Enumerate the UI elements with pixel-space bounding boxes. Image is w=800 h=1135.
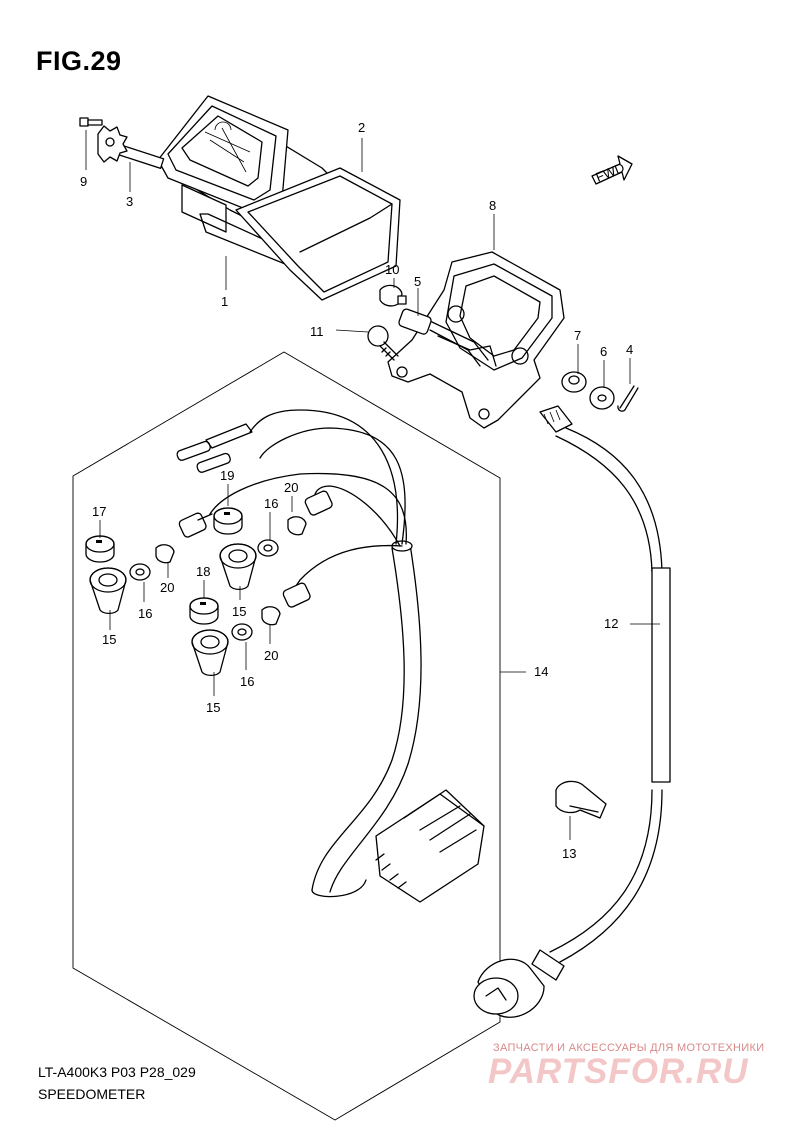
harness-socket-a (178, 512, 213, 538)
harness-socket-c (282, 582, 311, 608)
bulb-part-20b (287, 516, 307, 536)
figure-title: FIG.29 (36, 46, 122, 76)
harness-socket-b (304, 490, 333, 516)
speedometer-cable-part-12 (473, 405, 671, 1018)
callout-3: 3 (126, 194, 133, 209)
screw-part-9 (79, 117, 103, 127)
watermark-tagline: ЗАПЧАСТИ И АКСЕССУАРЫ ДЛЯ МОТОТЕХНИКИ (493, 1042, 765, 1054)
clamp-part-13 (555, 780, 607, 819)
leader-lines (85, 130, 660, 840)
watermark-brand: PARTSFOR.RU (488, 1052, 749, 1091)
callout-16c: 16 (240, 674, 254, 689)
model-code: LT-A400K3 P03 P28_029 (38, 1064, 196, 1080)
callout-17: 17 (92, 504, 106, 519)
callout-9: 9 (80, 174, 87, 189)
callout-12: 12 (604, 616, 618, 631)
callout-16b: 16 (264, 496, 278, 511)
bulb-part-10 (379, 284, 407, 307)
callout-1: 1 (221, 294, 228, 309)
callout-5: 5 (414, 274, 421, 289)
bulb-part-20a (155, 544, 175, 564)
speedometer-assembly (157, 95, 401, 301)
callout-15a: 15 (102, 632, 116, 647)
bulb-part-20c (261, 606, 281, 626)
ring-part-16c (231, 623, 253, 641)
callout-20c: 20 (264, 648, 278, 663)
callout-15c: 15 (206, 700, 220, 715)
callout-4: 4 (626, 342, 633, 357)
harness-group-boundary (72, 351, 501, 1121)
callout-20a: 20 (160, 580, 174, 595)
callout-6: 6 (600, 344, 607, 359)
cap-part-18 (189, 597, 219, 625)
figure-name: SPEEDOMETER (38, 1086, 146, 1102)
clip-part-4 (617, 385, 639, 412)
callout-16a: 16 (138, 606, 152, 621)
cap-part-19 (213, 507, 243, 535)
ring-part-16b (257, 539, 279, 557)
callout-11: 11 (310, 324, 324, 339)
callout-13: 13 (562, 846, 576, 861)
callout-14: 14 (534, 664, 548, 679)
washer-part-6 (589, 386, 615, 410)
callout-18: 18 (196, 564, 210, 579)
forward-arrow-icon: FWD (591, 155, 633, 185)
wiring-harness-part-14 (176, 409, 485, 903)
callout-20b: 20 (284, 480, 298, 495)
callout-19: 19 (220, 468, 234, 483)
callout-numbers: 1 2 3 4 5 6 7 8 9 10 11 12 13 14 15 15 1… (80, 120, 633, 861)
callout-2: 2 (358, 120, 365, 135)
socket-holder-part-15b (219, 543, 257, 590)
callout-8: 8 (489, 198, 496, 213)
cap-part-17 (85, 535, 115, 563)
ring-part-16a (129, 563, 151, 581)
socket-holder-part-15c (191, 629, 229, 676)
screw-part-11 (367, 325, 399, 361)
callout-10: 10 (385, 262, 399, 277)
drive-spindle-part-3 (97, 125, 165, 169)
callout-15b: 15 (232, 604, 246, 619)
socket-holder-part-15a (89, 567, 127, 614)
callout-7: 7 (574, 328, 581, 343)
bulb-socket-part-5 (398, 308, 489, 367)
fwd-label: FWD (594, 160, 627, 185)
grommet-part-7 (561, 371, 587, 393)
